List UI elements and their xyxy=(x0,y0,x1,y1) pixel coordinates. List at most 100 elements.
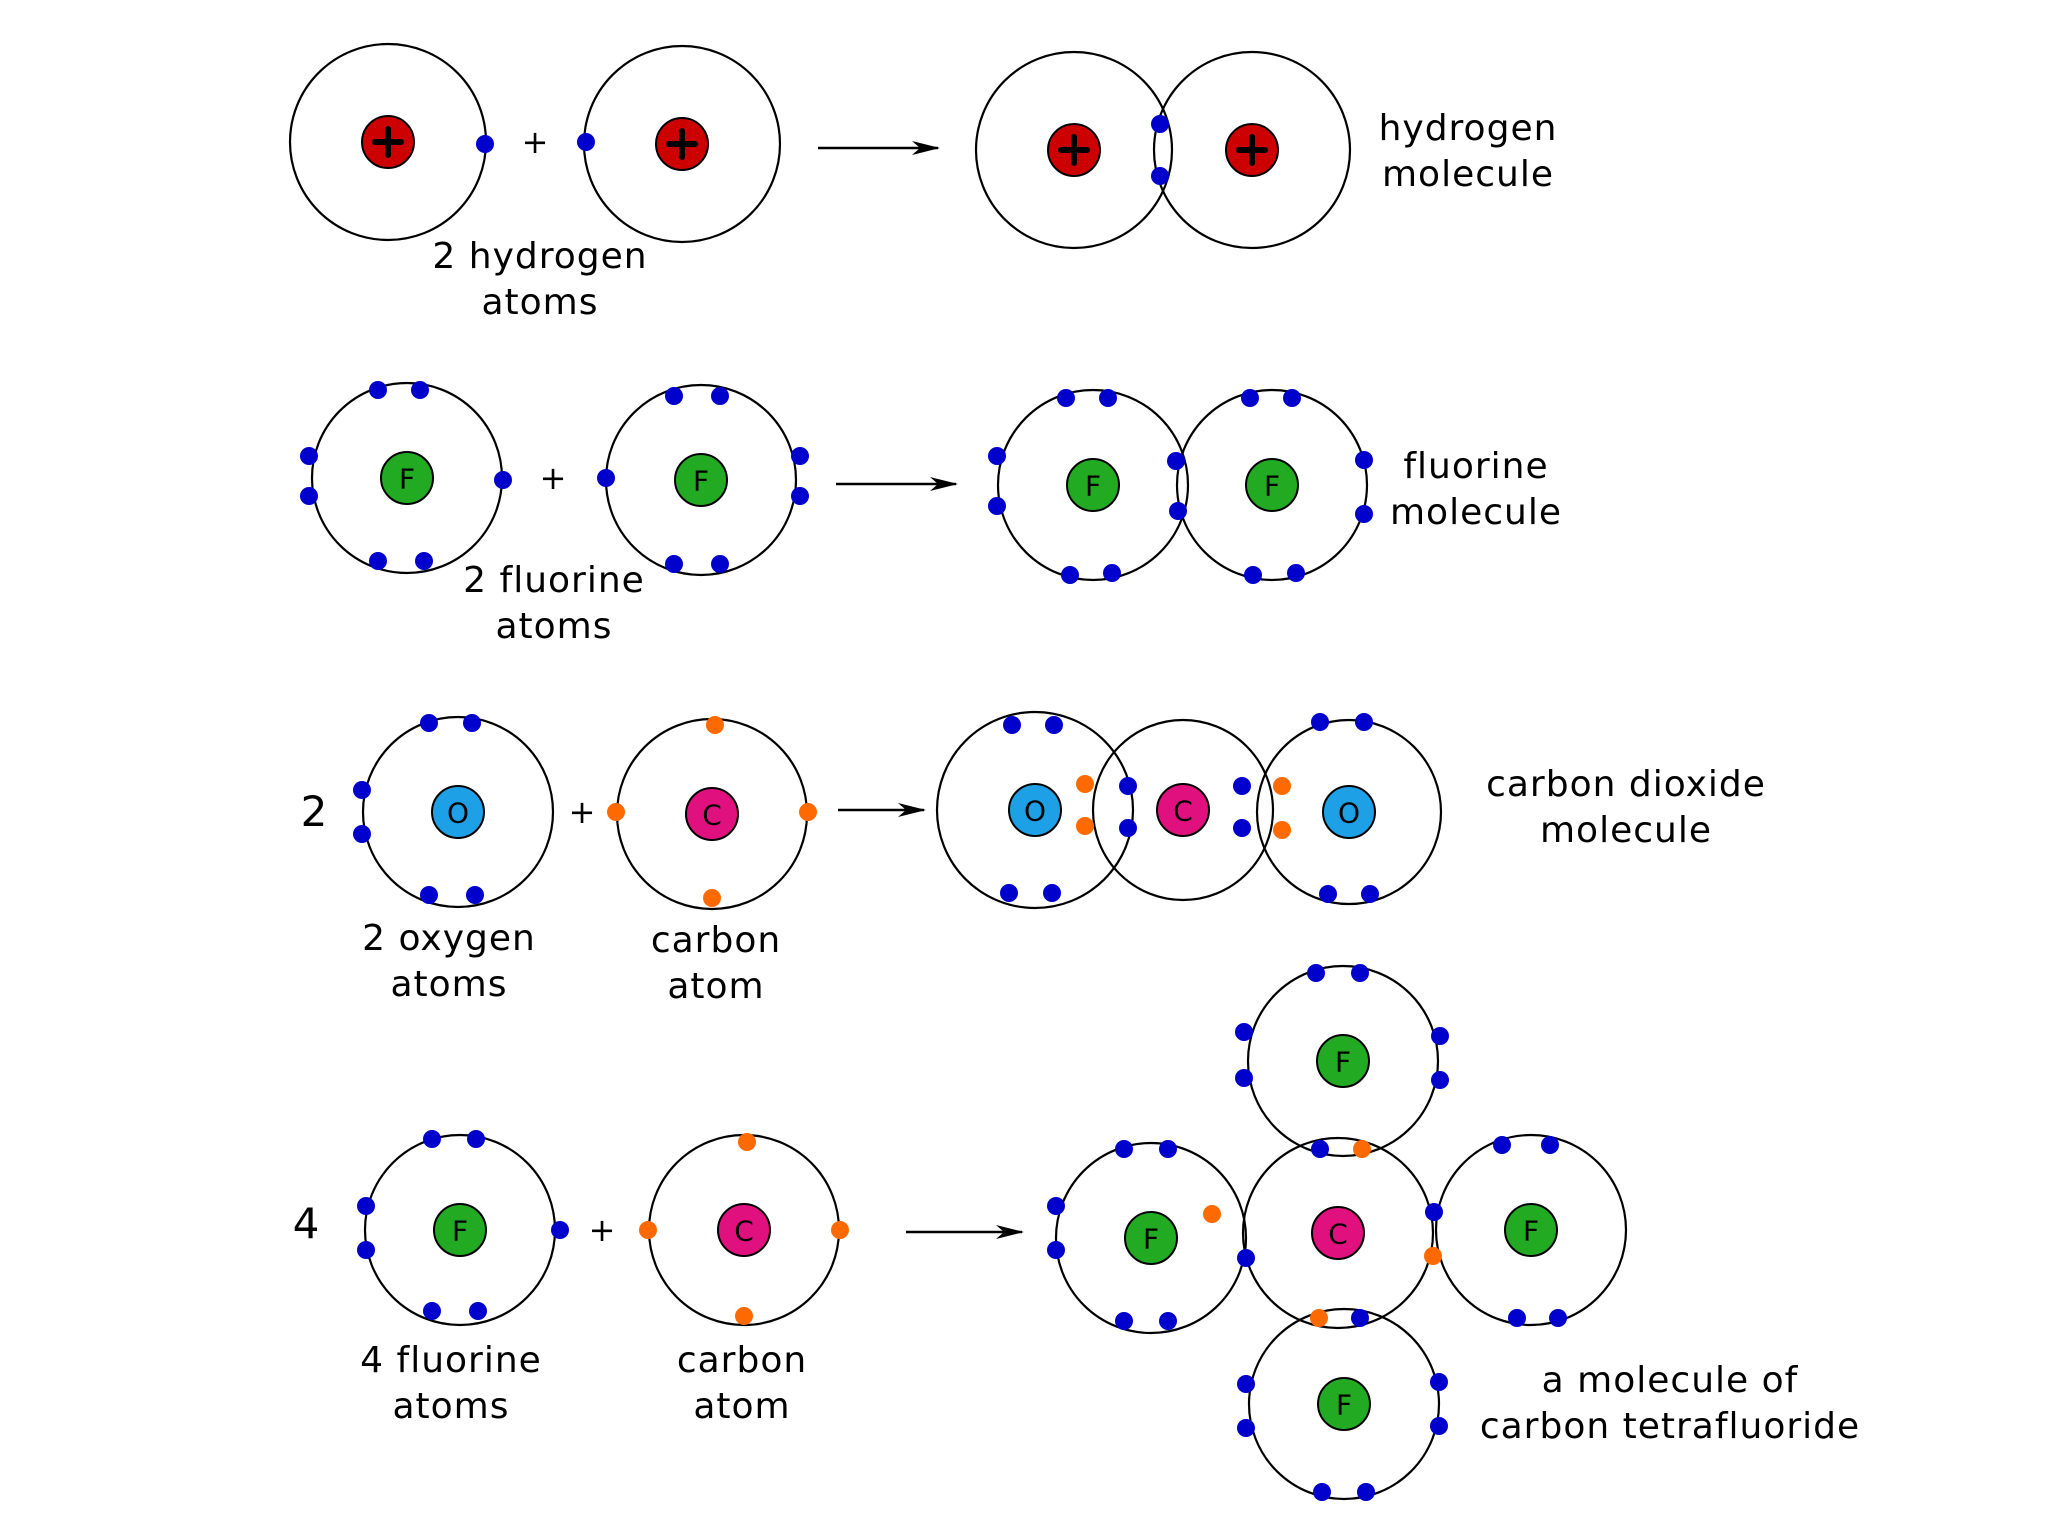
shared-electron xyxy=(703,889,721,907)
electron xyxy=(1103,564,1121,582)
electron xyxy=(1119,819,1137,837)
shared-electron xyxy=(706,716,724,734)
fluorine-symbol: F xyxy=(1336,1389,1352,1422)
plus-operator: + xyxy=(540,459,567,497)
electron xyxy=(1057,389,1075,407)
carbon-dioxide-oxygen-label-line1: 2 oxygen xyxy=(362,918,536,959)
electron xyxy=(665,387,683,405)
hydrogen-reactant-label-line2: atoms xyxy=(481,282,598,323)
electron xyxy=(1311,713,1329,731)
plus-operator: + xyxy=(589,1211,616,1249)
electron xyxy=(420,886,438,904)
electron xyxy=(1431,1027,1449,1045)
fluorine-reactant-label-line1: 2 fluorine xyxy=(463,560,645,601)
carbon-dioxide-product-label-line2: molecule xyxy=(1540,810,1712,851)
electron xyxy=(1319,885,1337,903)
electron xyxy=(1099,389,1117,407)
fluorine-nucleus: F xyxy=(1124,1211,1178,1265)
shared-electron xyxy=(1273,821,1291,839)
fluorine-nucleus: F xyxy=(674,453,728,507)
electron xyxy=(1287,564,1305,582)
electron xyxy=(1431,1071,1449,1089)
electron xyxy=(1357,1483,1375,1501)
electron xyxy=(1283,389,1301,407)
carbon-symbol: C xyxy=(1173,795,1193,828)
electron-shell xyxy=(1054,1141,1248,1335)
carbon-nucleus: C xyxy=(685,787,739,841)
shared-electron xyxy=(1310,1309,1328,1327)
electron xyxy=(1311,1140,1329,1158)
electron xyxy=(1115,1140,1133,1158)
electron xyxy=(463,714,481,732)
carbon-tetrafluoride-fluorine-label-line2: atoms xyxy=(392,1386,509,1427)
carbon-nucleus: C xyxy=(717,1203,771,1257)
electron xyxy=(1237,1249,1255,1267)
electron xyxy=(1351,964,1369,982)
electron xyxy=(369,381,387,399)
hydrogen-product-label-line2: molecule xyxy=(1382,154,1554,195)
fluorine-symbol: F xyxy=(1143,1223,1159,1256)
electron xyxy=(467,1130,485,1148)
fluorine-symbol: F xyxy=(399,463,415,496)
electron xyxy=(423,1302,441,1320)
carbon-tetrafluoride-product-label-line1: a molecule of xyxy=(1542,1360,1799,1401)
carbon-tetrafluoride-product-label-line2: carbon tetrafluoride xyxy=(1480,1406,1860,1447)
carbon-symbol: C xyxy=(1328,1218,1348,1251)
electron-shell xyxy=(1246,964,1440,1158)
carbon-tetrafluoride-carbon-label-line2: atom xyxy=(693,1386,790,1427)
electron xyxy=(597,469,615,487)
oxygen-symbol: O xyxy=(1338,797,1360,830)
electron xyxy=(1351,1309,1369,1327)
plus-icon xyxy=(372,126,404,158)
carbon-dioxide-carbon-label-line2: atom xyxy=(667,966,764,1007)
electron xyxy=(411,381,429,399)
electron xyxy=(1235,1069,1253,1087)
electron-shell xyxy=(1175,388,1369,582)
electron xyxy=(1235,1023,1253,1041)
fluorine-nucleus: F xyxy=(1066,458,1120,512)
electron xyxy=(1169,502,1187,520)
electron-shell xyxy=(1247,1307,1441,1501)
carbon-nucleus: C xyxy=(1311,1206,1365,1260)
electron xyxy=(1313,1483,1331,1501)
fluorine-symbol: F xyxy=(452,1215,468,1248)
shared-electron xyxy=(1203,1205,1221,1223)
electron xyxy=(1541,1136,1559,1154)
oxygen-nucleus: O xyxy=(1008,783,1062,837)
electron xyxy=(1233,819,1251,837)
electron xyxy=(1237,1375,1255,1393)
plus-icon xyxy=(666,128,698,160)
electron xyxy=(988,497,1006,515)
reaction-arrows xyxy=(818,141,1024,1239)
electron-shell xyxy=(361,715,555,909)
electron xyxy=(357,1241,375,1259)
electron-shell xyxy=(1241,1136,1435,1330)
carbon-symbol: C xyxy=(734,1215,754,1248)
electron xyxy=(1241,389,1259,407)
carbon-tetrafluoride-fluorine-label-line1: 4 fluorine xyxy=(360,1340,542,1381)
electron-shell xyxy=(974,50,1174,250)
electron xyxy=(1047,1197,1065,1215)
fluorine-symbol: F xyxy=(1335,1046,1351,1079)
electron xyxy=(1430,1373,1448,1391)
plus-icon xyxy=(1236,134,1268,166)
shared-electron xyxy=(738,1133,756,1151)
oxygen-nucleus: O xyxy=(1322,785,1376,839)
plus-operator: + xyxy=(522,123,549,161)
electron xyxy=(1430,1417,1448,1435)
electron-shell xyxy=(1255,718,1443,906)
fluorine-symbol: F xyxy=(1523,1215,1539,1248)
electron xyxy=(791,447,809,465)
oxygen-symbol: O xyxy=(1024,795,1046,828)
electron xyxy=(1061,566,1079,584)
electron-shell xyxy=(1152,50,1352,250)
electron xyxy=(988,447,1006,465)
electron xyxy=(357,1197,375,1215)
fluorine-product-label-line1: fluorine xyxy=(1403,446,1548,487)
plus-icon xyxy=(1058,134,1090,166)
carbon-tetrafluoride-coefficient: 4 xyxy=(293,1199,320,1248)
shared-electron xyxy=(639,1221,657,1239)
shared-electron xyxy=(1076,817,1094,835)
hydrogen-nucleus xyxy=(655,117,709,171)
